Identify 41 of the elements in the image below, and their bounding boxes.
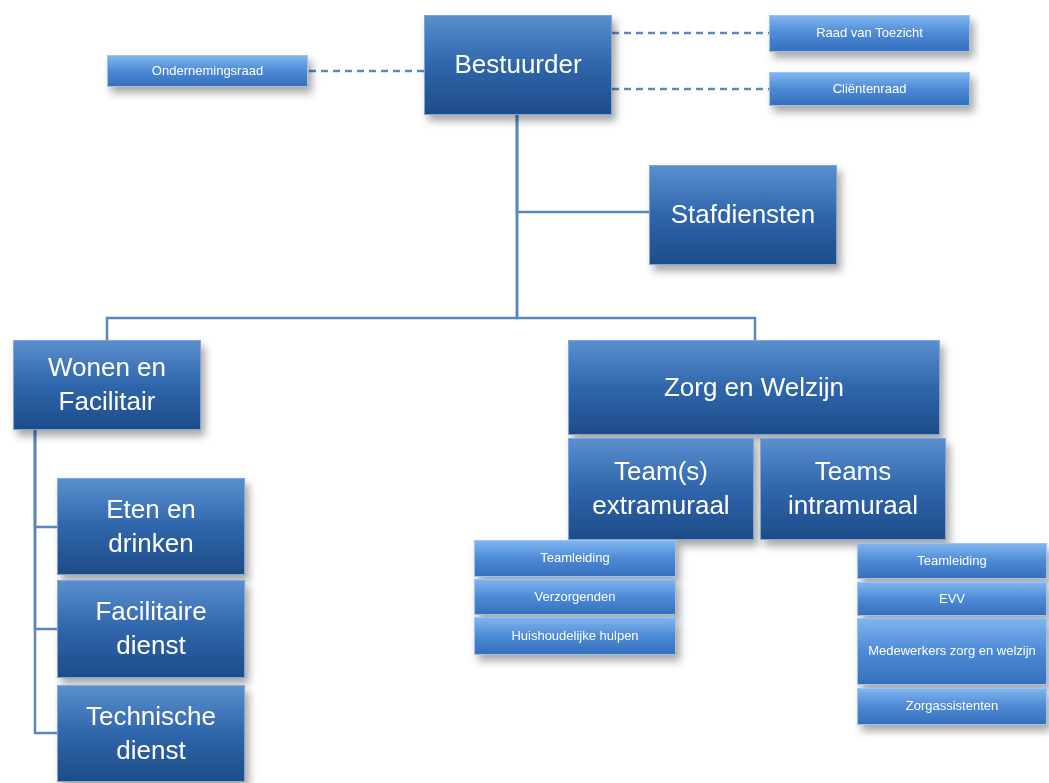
box-label: Verzorgenden [534, 587, 616, 606]
department-box [649, 165, 837, 265]
role-box [857, 582, 1047, 616]
department-box [568, 340, 940, 435]
box-label: Stafdiensten [670, 198, 816, 232]
box-label: Wonen en Facilitair [46, 351, 168, 418]
box-label: Teamleiding [917, 551, 987, 570]
role-box [769, 72, 970, 106]
department-box [57, 685, 245, 782]
role-box [474, 540, 676, 577]
box-label: Huishoudelijke hulpen [511, 626, 639, 645]
box-label: Eten en drinken [105, 492, 197, 560]
department-box [13, 340, 201, 430]
box-label: Zorg en Welzijn [663, 370, 845, 404]
box-label: Teamleiding [540, 549, 610, 568]
role-box [857, 618, 1047, 685]
role-box [107, 55, 308, 87]
box-label: Zorgassistenten [905, 697, 999, 716]
box-label: EVV [939, 589, 965, 608]
role-box [474, 579, 676, 615]
box-label: Medewerkers zorg en welzijn [868, 642, 1036, 661]
role-box [857, 543, 1047, 579]
role-box [857, 688, 1047, 725]
box-label: Cliëntenraad [832, 79, 907, 98]
connector-line [33, 430, 57, 735]
box-label: Raad van Toezicht [816, 24, 923, 43]
box-label: Bestuurder [454, 48, 582, 82]
department-box [57, 580, 245, 678]
box-label: Technische dienst [84, 699, 218, 767]
role-box [474, 617, 676, 655]
dashed-connector [308, 69, 424, 73]
role-box [769, 15, 970, 52]
department-box [568, 438, 754, 540]
department-box [57, 478, 245, 575]
department-box [760, 438, 946, 540]
department-box [424, 15, 612, 115]
box-label: Team(s) extramuraal [591, 455, 731, 522]
box-label: Ondernemingsraad [151, 61, 264, 80]
box-label: Teams intramuraal [786, 455, 920, 522]
connector-line [515, 115, 757, 340]
box-label: Facilitaire dienst [94, 595, 208, 662]
